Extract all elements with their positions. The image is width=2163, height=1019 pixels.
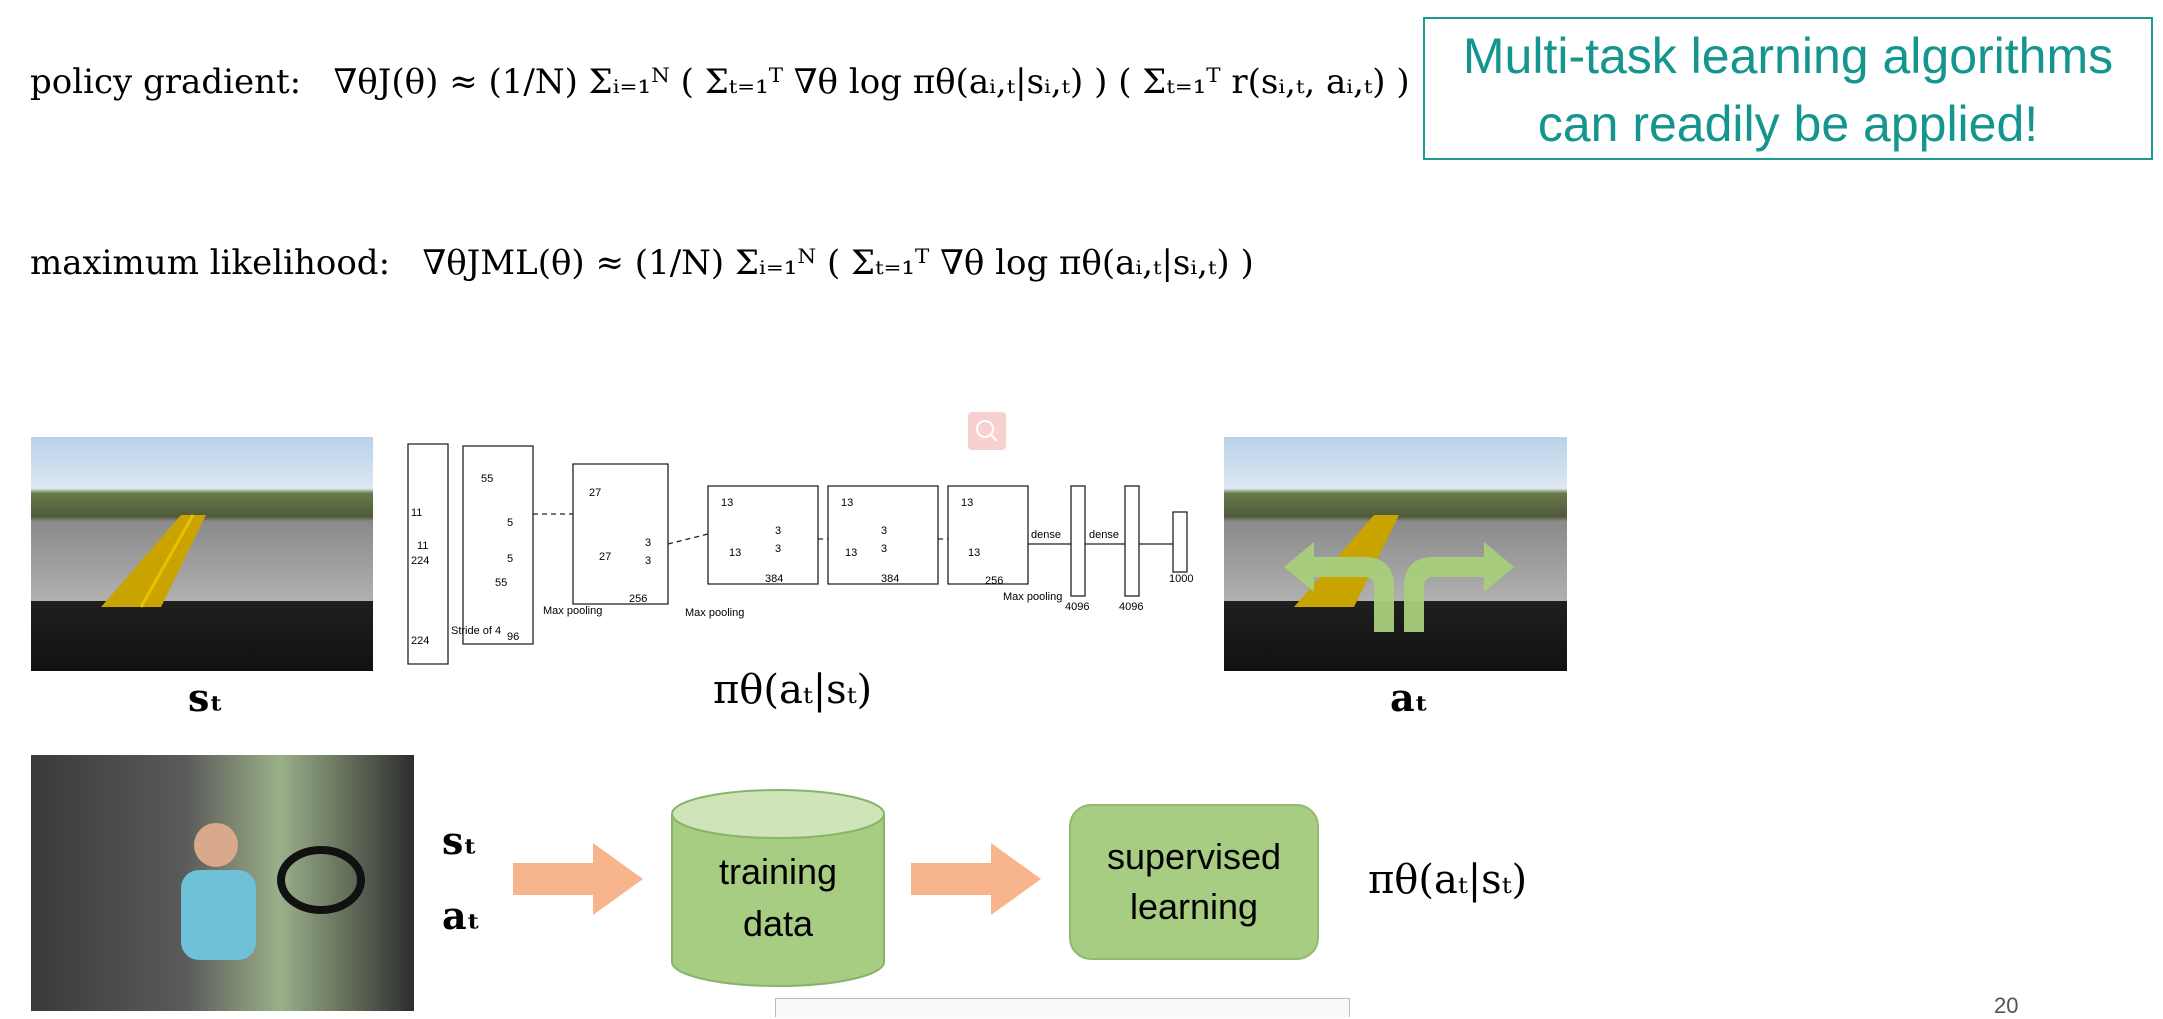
pipeline-state-label: sₜ	[442, 818, 478, 863]
net-label-11: 27	[589, 487, 601, 499]
right-arrow-icon	[1404, 542, 1514, 632]
search-icon[interactable]	[968, 412, 1006, 450]
net-label-34: 4096	[1119, 601, 1143, 613]
max-likelihood-label: maximum likelihood:	[30, 243, 391, 283]
action-label: aₜ	[1390, 675, 1429, 720]
net-label-2: 224	[411, 555, 429, 567]
net-label-32: dense	[1089, 529, 1119, 541]
conv3-box	[707, 485, 819, 585]
net-label-30: Max pooling	[1003, 591, 1062, 603]
net-label-10: Max pooling	[543, 605, 602, 617]
arrow-right-icon-2	[911, 843, 1041, 915]
conv2-box	[572, 463, 669, 605]
net-label-33: 4096	[1065, 601, 1089, 613]
net-label-22: 13	[841, 497, 853, 509]
net-label-35: 1000	[1169, 573, 1193, 585]
pipeline-output-label: πθ(aₜ|sₜ)	[1368, 857, 1528, 903]
conv5-box	[947, 485, 1029, 585]
net-label-31: dense	[1031, 529, 1061, 541]
net-label-1: 11	[417, 540, 428, 552]
supervised-learning-box: supervised learning	[1069, 804, 1319, 960]
dense1-box	[1070, 485, 1086, 597]
pipeline-action-label: aₜ	[442, 893, 481, 938]
max-likelihood-equation: maximum likelihood: ∇θJML(θ) ≈ (1/N) Σᵢ₌…	[30, 243, 1254, 283]
net-label-20: 13	[729, 547, 741, 559]
net-label-4: Stride of 4	[451, 625, 501, 637]
net-label-3: 224	[411, 635, 429, 647]
net-label-9: 96	[507, 631, 519, 643]
policy-label: πθ(aₜ|sₜ)	[713, 667, 873, 713]
conv4-box	[827, 485, 939, 585]
net-label-19: 3	[775, 543, 781, 555]
net-label-21: 384	[765, 573, 783, 585]
net-label-23: 3	[881, 525, 887, 537]
net-label-5: 55	[481, 473, 493, 485]
training-data-cylinder	[671, 789, 885, 987]
net-label-24: 3	[881, 543, 887, 555]
supervised-learning-label: supervised learning	[1106, 836, 1282, 927]
training-data-label: training data	[718, 851, 838, 944]
viewer-toolbar[interactable]	[775, 998, 1350, 1017]
net-label-28: 13	[968, 547, 980, 559]
net-label-14: 27	[599, 551, 611, 563]
net-label-17: 13	[721, 497, 733, 509]
cnn-diagram: 11 11 224 224 Stride of 4 55 5 5 55 96 M…	[407, 443, 1193, 665]
state-label: sₜ	[188, 675, 224, 720]
net-label-25: 13	[845, 547, 857, 559]
conv1-box	[462, 445, 534, 645]
policy-gradient-label: policy gradient:	[30, 62, 302, 102]
left-arrow-icon	[1284, 542, 1394, 632]
net-label-16: Max pooling	[685, 607, 744, 619]
dense2-box	[1124, 485, 1140, 597]
road-image-action	[1224, 437, 1567, 671]
driver-photo	[31, 755, 414, 1011]
output-box	[1172, 511, 1188, 573]
max-likelihood-formula: ∇θJML(θ) ≈ (1/N) Σᵢ₌₁ᴺ ( Σₜ₌₁ᵀ ∇θ log πθ…	[422, 243, 1254, 283]
road-image-state	[31, 437, 373, 671]
net-label-27: 13	[961, 497, 973, 509]
policy-gradient-equation: policy gradient: ∇θJ(θ) ≈ (1/N) Σᵢ₌₁ᴺ ( …	[30, 62, 1410, 102]
net-label-12: 3	[645, 537, 651, 549]
net-label-7: 5	[507, 553, 513, 565]
net-label-6: 5	[507, 517, 513, 529]
callout-line2: can readily be applied!	[1537, 96, 2039, 152]
policy-gradient-formula: ∇θJ(θ) ≈ (1/N) Σᵢ₌₁ᴺ ( Σₜ₌₁ᵀ ∇θ log πθ(a…	[333, 62, 1410, 102]
net-label-13: 3	[645, 555, 651, 567]
arrow-right-icon	[513, 843, 643, 915]
net-label-8: 55	[495, 577, 507, 589]
net-label-18: 3	[775, 525, 781, 537]
page-number: 20	[1994, 993, 2019, 1018]
net-label-0: 11	[411, 507, 422, 519]
callout-line1: Multi-task learning algorithms	[1462, 28, 2114, 84]
callout-box: Multi-task learning algorithms can readi…	[1423, 17, 2153, 160]
net-label-29: 256	[985, 575, 1003, 587]
net-label-15: 256	[629, 593, 647, 605]
input-layer	[407, 443, 449, 665]
net-label-26: 384	[881, 573, 899, 585]
